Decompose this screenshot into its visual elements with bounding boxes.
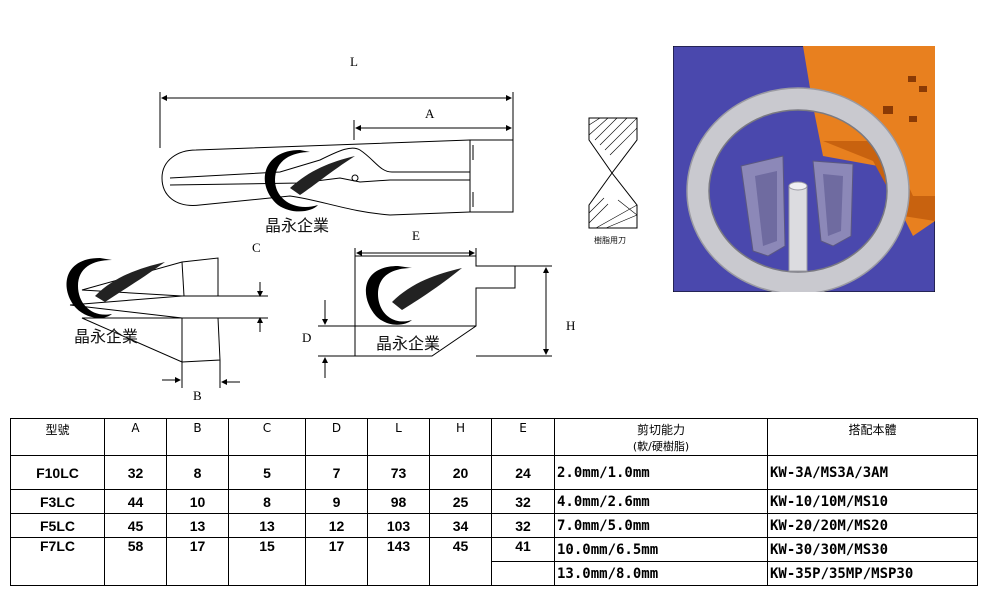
label-D: D xyxy=(302,330,311,345)
label-B: B xyxy=(193,388,202,403)
cell-B: 8 xyxy=(166,455,229,490)
logo-watermark xyxy=(66,258,165,318)
cell-E: 32 xyxy=(491,513,555,538)
cell-C: 13 xyxy=(228,513,306,538)
blade-section-icon xyxy=(588,117,638,229)
dimension-A: A xyxy=(353,106,512,140)
cell-capacity: 10.0mm/6.5mm xyxy=(554,537,768,562)
cell-D: 12 xyxy=(305,513,368,538)
cell-capacity: 7.0mm/5.0mm xyxy=(554,513,768,538)
blade-top-view xyxy=(161,139,514,216)
cell-L: 103 xyxy=(367,513,430,538)
cell-D: 9 xyxy=(305,489,368,514)
dimension-B: B xyxy=(162,360,240,403)
header-capacity-label: 剪切能力 xyxy=(636,423,685,437)
header-body: 搭配本體 xyxy=(767,418,978,456)
table-row: F7LC 58 17 15 17 143 45 41 10.0mm/6.5mm … xyxy=(10,537,978,586)
dimension-C: C xyxy=(218,240,268,332)
watermark-text: 晶永企業 xyxy=(265,216,329,235)
cell-capacity: 2.0mm/1.0mm xyxy=(554,455,768,490)
cell-L: 73 xyxy=(367,455,430,490)
cell-body: KW-3A/MS3A/3AM xyxy=(767,455,978,490)
cell-B: 10 xyxy=(166,489,229,514)
header-B: B xyxy=(166,418,229,456)
table-row: F5LC 45 13 13 12 103 34 32 7.0mm/5.0mm K… xyxy=(10,513,978,538)
cell-C: 15 xyxy=(228,537,306,586)
cell-E: 41 xyxy=(491,537,555,562)
cell-C: 5 xyxy=(228,455,306,490)
cell-D: 7 xyxy=(305,455,368,490)
cell-A: 58 xyxy=(104,537,167,586)
cell-body: KW-35P/35MP/MSP30 xyxy=(767,561,978,586)
header-capacity-sub: (軟/硬樹脂) xyxy=(632,440,690,453)
cell-capacity: 13.0mm/8.0mm xyxy=(554,561,768,586)
cell-L: 143 xyxy=(367,537,430,586)
cell-model: F10LC xyxy=(10,455,105,490)
watermark-text: 晶永企業 xyxy=(376,334,440,353)
cell-body: KW-30/30M/MS30 xyxy=(767,537,978,562)
cell-model: F5LC xyxy=(10,513,105,538)
logo-watermark xyxy=(264,150,355,212)
header-L: L xyxy=(367,418,430,456)
label-E: E xyxy=(412,228,420,243)
header-E: E xyxy=(491,418,555,456)
cell-model: F3LC xyxy=(10,489,105,514)
table-header-row: 型號 A B C D L H E 剪切能力 (軟/硬樹脂) 搭配本體 xyxy=(10,418,978,456)
cell-H: 20 xyxy=(429,455,492,490)
cell-C: 8 xyxy=(228,489,306,514)
table-row: F3LC 44 10 8 9 98 25 32 4.0mm/2.6mm KW-1… xyxy=(10,489,978,514)
blade-caption: 樹脂用刀 xyxy=(594,235,626,245)
cell-E: 24 xyxy=(491,455,555,490)
cell-E: 32 xyxy=(491,489,555,514)
cell-A: 44 xyxy=(104,489,167,514)
blade-side-view xyxy=(354,255,516,357)
header-capacity: 剪切能力 (軟/硬樹脂) xyxy=(554,418,768,456)
dimension-E: E xyxy=(354,228,477,258)
label-L: L xyxy=(350,54,358,69)
cell-L: 98 xyxy=(367,489,430,514)
cell-H: 45 xyxy=(429,537,492,586)
cell-body: KW-20/20M/MS20 xyxy=(767,513,978,538)
cell-E-empty xyxy=(491,561,555,586)
cell-B: 17 xyxy=(166,537,229,586)
dimension-D: D xyxy=(302,300,476,378)
cell-A: 32 xyxy=(104,455,167,490)
header-D: D xyxy=(305,418,368,456)
header-A: A xyxy=(104,418,167,456)
cell-H: 34 xyxy=(429,513,492,538)
cell-body: KW-10/10M/MS10 xyxy=(767,489,978,514)
header-H: H xyxy=(429,418,492,456)
cell-D: 17 xyxy=(305,537,368,586)
dimension-L: L xyxy=(159,54,514,148)
table-row: F10LC 32 8 5 7 73 20 24 2.0mm/1.0mm KW-3… xyxy=(10,455,978,490)
cell-H: 25 xyxy=(429,489,492,514)
cell-B: 13 xyxy=(166,513,229,538)
label-H: H xyxy=(566,318,575,333)
watermark-text: 晶永企業 xyxy=(74,327,138,346)
table-row: 13.0mm/8.0mm KW-35P/35MP/MSP30 xyxy=(11,561,978,586)
header-model: 型號 xyxy=(10,418,105,456)
spec-table: 型號 A B C D L H E 剪切能力 (軟/硬樹脂) 搭配本體 F10LC… xyxy=(10,418,978,586)
dimension-H: H xyxy=(476,265,575,357)
label-A: A xyxy=(425,106,435,121)
cell-A: 45 xyxy=(104,513,167,538)
logo-watermark xyxy=(365,266,462,325)
label-C: C xyxy=(252,240,261,255)
product-render-image xyxy=(673,46,935,292)
blade-side-open-view xyxy=(69,257,221,363)
cell-capacity: 4.0mm/2.6mm xyxy=(554,489,768,514)
cell-model: F7LC xyxy=(10,537,105,586)
header-C: C xyxy=(228,418,306,456)
